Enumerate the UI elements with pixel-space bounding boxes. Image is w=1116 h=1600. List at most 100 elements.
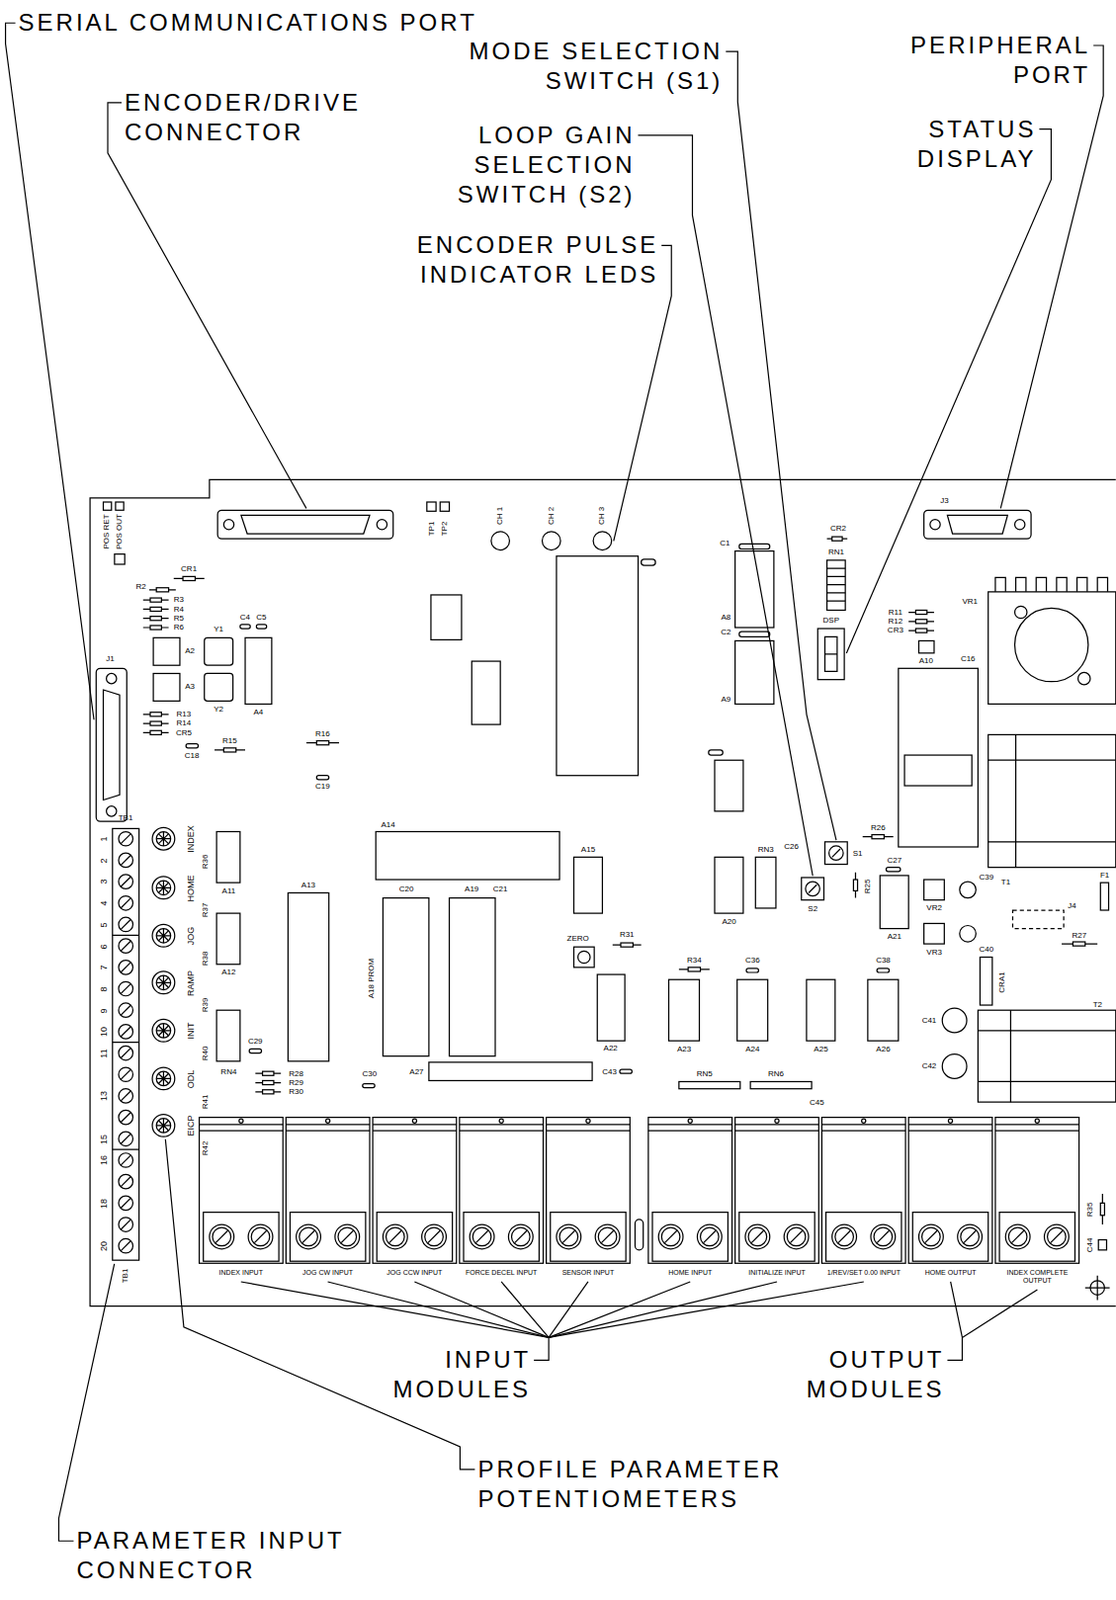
board-label: R15 <box>222 737 238 746</box>
board-label: A27 <box>409 1068 424 1077</box>
board-label: Y1 <box>213 625 224 634</box>
callout-label: INPUT MODULES <box>377 1345 531 1405</box>
board-label: RN1 <box>828 548 845 557</box>
io-module: SENSOR INPUT <box>546 1117 631 1303</box>
board-label: R28 <box>288 1070 304 1079</box>
callout-label: PROFILE PARAMETER POTENTIOMETERS <box>477 1455 804 1515</box>
board-label: A12 <box>221 968 236 977</box>
board-label: A2 <box>184 647 195 656</box>
board-label: C40 <box>978 945 994 954</box>
board-label: A25 <box>813 1045 828 1054</box>
board-label: 6 <box>99 944 109 949</box>
board-label: C39 <box>978 873 994 882</box>
leader-line <box>165 1139 475 1470</box>
board-label: R39 <box>201 998 210 1014</box>
board-label: 18 <box>99 1199 109 1209</box>
board-label: 8 <box>99 986 109 992</box>
module-label: HOME INPUT <box>648 1269 733 1278</box>
board-label: RAMP <box>186 970 196 997</box>
board-label: VR1 <box>962 598 979 606</box>
board-label: A13 <box>301 881 316 890</box>
board-label: R38 <box>201 951 210 967</box>
board-label: R12 <box>888 617 904 626</box>
module-label: 1/REV/SET 0.00 INPUT <box>822 1269 907 1278</box>
board-label: F1 <box>1100 871 1110 880</box>
board-label: S1 <box>853 850 863 859</box>
board-label: R37 <box>201 903 210 919</box>
board-label: R13 <box>176 710 192 719</box>
board-label: A23 <box>677 1045 691 1054</box>
potentiometers <box>152 827 175 1137</box>
callout-label: LOOP GAIN SELECTION SWITCH (S2) <box>436 120 635 210</box>
callout-label: ENCODER PULSE INDICATOR LEDS <box>401 230 659 290</box>
board-label: 13 <box>99 1091 109 1102</box>
board-label: A24 <box>745 1045 760 1054</box>
leader-line <box>501 1282 549 1338</box>
module-label: SENSOR INPUT <box>546 1269 631 1278</box>
board-label: R35 <box>1086 1202 1095 1218</box>
board-label: A3 <box>184 683 195 691</box>
io-module: JOG CCW INPUT <box>372 1117 457 1303</box>
io-module: 1/REV/SET 0.00 INPUT <box>822 1117 907 1303</box>
board-label: J3 <box>940 497 948 506</box>
board-label: A18 PROM <box>367 957 376 998</box>
board-label: R25 <box>863 878 872 894</box>
board-label: C30 <box>362 1070 378 1079</box>
board-label: CRA1 <box>998 971 1007 993</box>
module-label: INDEX COMPLETE OUTPUT <box>995 1269 1080 1286</box>
board-label: C43 <box>601 1068 617 1077</box>
io-module: HOME INPUT <box>648 1117 733 1303</box>
board-label: R41 <box>201 1094 210 1110</box>
board-label: RN5 <box>696 1070 713 1079</box>
board-label: C19 <box>315 782 331 791</box>
callout-label: PERIPHERAL PORT <box>892 30 1091 90</box>
board-label: R36 <box>201 854 210 869</box>
board-label: CR1 <box>180 565 197 574</box>
module-label: JOG CW INPUT <box>285 1269 370 1278</box>
board-label: VR2 <box>926 904 943 913</box>
leader-line <box>637 135 813 876</box>
io-module: FORCE DECEL INPUT <box>459 1117 544 1303</box>
board-label: A4 <box>253 708 263 717</box>
board-label: C45 <box>809 1099 825 1108</box>
board-label: VR3 <box>926 948 943 957</box>
chips <box>153 551 1109 1251</box>
board-label: R6 <box>173 623 184 632</box>
board-label: C41 <box>922 1017 938 1026</box>
board-label: R29 <box>288 1079 304 1088</box>
board-label: DSP <box>823 616 840 625</box>
leader-line <box>1000 45 1104 509</box>
board-label: 15 <box>99 1134 109 1145</box>
board-label: RN6 <box>768 1070 784 1079</box>
board-label: A22 <box>603 1044 618 1053</box>
board-label: A10 <box>919 657 934 666</box>
board-label: R27 <box>1071 932 1087 941</box>
callout-label: ENCODER/DRIVE CONNECTOR <box>124 87 382 148</box>
board-label: CH 1 <box>496 507 505 525</box>
board-label: A11 <box>222 887 237 896</box>
board-label: R5 <box>173 614 184 623</box>
board-label: RN4 <box>220 1068 237 1077</box>
board-label: TB1 <box>118 814 134 823</box>
board-label: CH 3 <box>598 507 606 525</box>
board-label: C38 <box>875 956 891 965</box>
board-label: POS RET <box>102 515 111 550</box>
leader-line <box>107 102 307 510</box>
callout-label: MODE SELECTION SWITCH (S1) <box>455 36 723 96</box>
board-label: C36 <box>745 956 761 965</box>
module-label: INDEX INPUT <box>198 1269 283 1278</box>
board-label: 5 <box>99 922 109 928</box>
power-parts <box>977 577 1116 1103</box>
io-module: HOME OUTPUT <box>908 1117 993 1303</box>
board-label: 7 <box>99 965 109 971</box>
callout-label: SERIAL COMMUNICATIONS PORT <box>18 7 478 38</box>
leader-line <box>5 22 94 720</box>
board-label: C26 <box>783 843 799 852</box>
board-label: TP2 <box>440 521 449 537</box>
board-label: INDEX <box>186 825 196 854</box>
board-label: TB1 <box>121 1269 130 1285</box>
leader-line <box>58 1264 114 1542</box>
board-label: A21 <box>887 933 902 942</box>
leader-line <box>548 1282 690 1338</box>
